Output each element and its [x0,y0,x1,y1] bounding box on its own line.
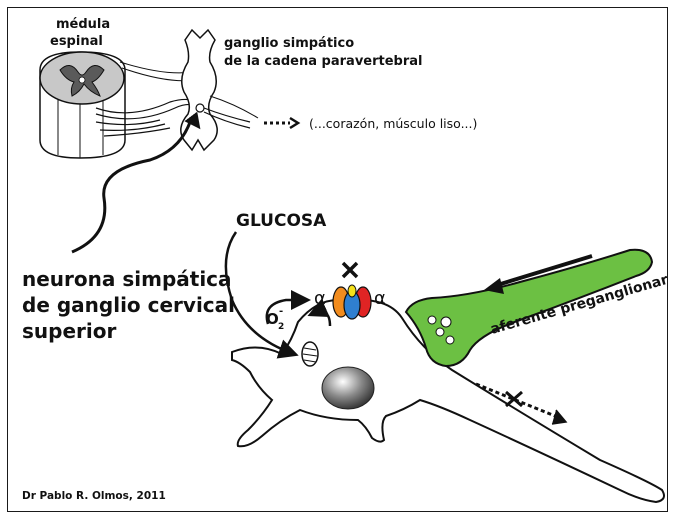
neurona-label-line1: neurona simpática [22,267,232,291]
targets-label: (...corazón, músculo liso...) [309,116,477,131]
nucleus [322,367,374,409]
blocked-x-icon [343,263,357,277]
ion-channel [333,263,371,319]
preganglionic-afferent [406,250,652,366]
credit-label: Dr Pablo R. Olmos, 2011 [22,490,166,502]
o2-superscript: - [279,306,283,317]
ganglio-label-line1: ganglio simpático [224,36,354,51]
o2-subscript: 2 [278,322,284,332]
glucose-arrow [226,232,294,354]
glucosa-label: GLUCOSA [236,211,327,231]
o2-label: O [266,310,279,328]
alpha-right-label: α [374,288,386,309]
medula-label-line1: médula [56,17,110,32]
alpha-left-label: α [314,288,326,309]
targets-arrowhead [290,118,298,128]
neurona-label-line3: superior [22,319,116,343]
ganglio-label-line2: de la cadena paravertebral [224,54,423,69]
neurona-label-line2: de ganglio cervical [22,293,235,317]
medula-label-line2: espinal [50,34,103,49]
